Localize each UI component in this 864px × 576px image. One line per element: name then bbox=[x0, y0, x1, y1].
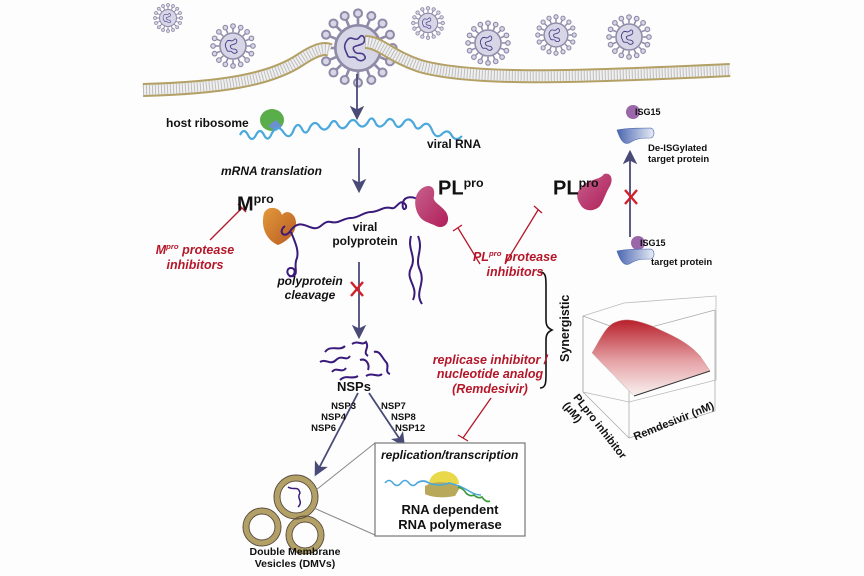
isg15-top-icon bbox=[626, 105, 640, 119]
isg15-bottom-label: ISG15 bbox=[640, 238, 666, 248]
blocked-x-icons bbox=[350, 189, 638, 297]
rna-polymerase-icon bbox=[384, 471, 491, 503]
double-membrane-vesicles-icon bbox=[243, 475, 324, 554]
virus-icon bbox=[465, 20, 511, 66]
replication-title: replication/transcription bbox=[381, 448, 519, 462]
mpro-label: Mpro bbox=[237, 192, 274, 217]
virus-icon bbox=[535, 14, 577, 56]
cell-membrane bbox=[142, 35, 731, 97]
synergistic-bracket bbox=[539, 271, 554, 389]
plpro-protease-icon-right bbox=[577, 173, 612, 211]
plpro-inhibitors-rest: protease bbox=[501, 250, 558, 265]
replicase-line1: replicase inhibitor / bbox=[432, 353, 548, 367]
nsp7-label: NSP7 bbox=[381, 401, 406, 412]
mpro-inhibitors-sup: pro bbox=[166, 242, 179, 251]
synergy-surface-plot bbox=[582, 295, 717, 439]
mpro-label-sup: pro bbox=[253, 192, 274, 206]
isg15-top-label: ISG15 bbox=[635, 107, 661, 117]
synergistic-label: Synergistic bbox=[558, 294, 572, 362]
plpro-label-right: PLpro bbox=[553, 176, 599, 201]
plpro-label-base: PL bbox=[438, 177, 464, 200]
virus-icon bbox=[411, 6, 445, 40]
deisgylated-line1: De-ISGylated bbox=[648, 143, 708, 154]
viral-polyprotein-chain bbox=[280, 196, 436, 305]
nsp-left-list: NSP3 NSP4 NSP6 bbox=[310, 401, 370, 435]
nsp6-label: NSP6 bbox=[311, 422, 336, 434]
inhibition-lines bbox=[209, 203, 543, 442]
polyprotein-cleavage-line1: polyprotein bbox=[277, 274, 343, 288]
deisgylated-line2: target protein bbox=[648, 153, 710, 165]
isg15-bottom-icon bbox=[631, 236, 645, 250]
mpro-inhibitors-rest: protease bbox=[178, 243, 235, 258]
dmv-line2: Vesicles (DMVs) bbox=[254, 558, 336, 571]
plpro-inhibitors-line2: inhibitors bbox=[486, 264, 544, 279]
dmv-line1: Double Membrane bbox=[249, 546, 341, 558]
viral-polyprotein-line1: viral bbox=[352, 220, 378, 234]
plpro-label-right-sup: pro bbox=[578, 176, 599, 190]
plpro-label: PLpro bbox=[438, 176, 484, 201]
polyprotein-cleavage-line2: cleavage bbox=[284, 287, 336, 302]
replicase-line2: nucleotide analog bbox=[436, 367, 544, 382]
mpro-inhibitors-line2: inhibitors bbox=[166, 257, 224, 272]
plpro-label-sup: pro bbox=[463, 176, 484, 190]
virus-icon bbox=[606, 14, 652, 60]
mpro-inhibitors-base: M bbox=[155, 243, 167, 258]
plpro-protease-icon bbox=[415, 186, 449, 228]
nsp-replication-arrow bbox=[368, 392, 405, 447]
viral-rna-label: viral RNA bbox=[427, 137, 482, 151]
rdrp-line1: RNA dependent bbox=[401, 502, 499, 517]
nsp12-label: NSP12 bbox=[395, 422, 426, 434]
host-ribosome-label: host ribosome bbox=[166, 116, 249, 130]
nsp-right-list: NSP7 NSP8 NSP12 bbox=[381, 401, 426, 435]
nsp8-label: NSP8 bbox=[391, 411, 416, 423]
virus-icon bbox=[153, 3, 183, 33]
viral-polyprotein-line2: polyprotein bbox=[332, 233, 398, 248]
nsps-fragments-icon bbox=[319, 340, 391, 381]
rdrp-line2: RNA polymerase bbox=[398, 516, 502, 532]
replicase-inhibitor-label: replicase inhibitor /nucleotide analog(R… bbox=[430, 353, 550, 396]
deisgylated-protein-icon bbox=[616, 127, 655, 144]
mrna-translation-label: mRNA translation bbox=[221, 164, 322, 178]
replicase-line3: (Remdesivir) bbox=[452, 381, 528, 396]
target-protein-icon bbox=[616, 248, 655, 265]
mpro-label-base: M bbox=[237, 193, 254, 216]
nsp3-label: NSP3 bbox=[331, 401, 356, 412]
plpro-label-right-base: PL bbox=[553, 177, 579, 200]
plpro-inhibitors-base: PL bbox=[472, 250, 489, 265]
nsps-label: NSPs bbox=[337, 379, 371, 394]
viral-rna-strand bbox=[239, 117, 463, 141]
plpro-inhibitors-sup: pro bbox=[488, 249, 502, 258]
nsp4-label: NSP4 bbox=[321, 411, 346, 423]
mpro-protease-icon bbox=[262, 207, 296, 245]
virus-icon bbox=[210, 23, 256, 69]
nsp-dmv-arrow bbox=[314, 392, 359, 477]
target-protein-label: target protein bbox=[651, 257, 713, 268]
